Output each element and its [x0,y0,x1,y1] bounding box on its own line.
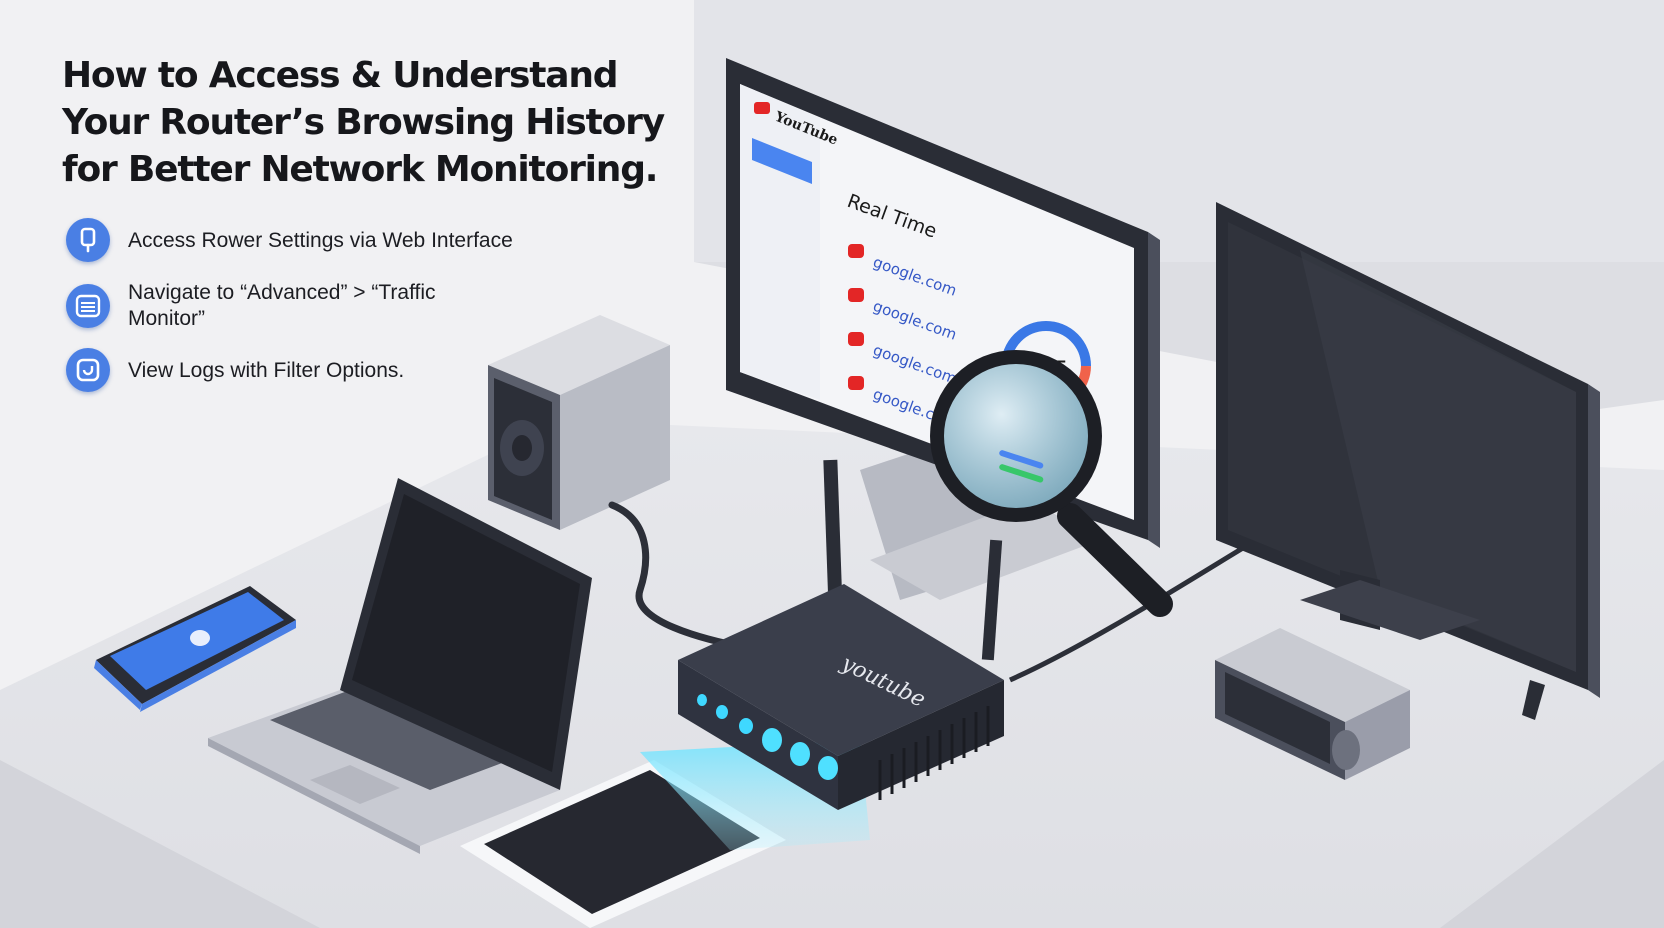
step-text: Navigate to “Advanced” > “Traffic Monito… [128,281,436,330]
media-box [1215,628,1410,780]
router: youtube [678,459,1004,810]
filter-icon [66,348,110,392]
site-row-icon [848,244,864,258]
step-item: Navigate to “Advanced” > “Traffic Monito… [66,280,458,332]
youtube-logo-icon [754,102,770,114]
title-line: for Better Network Monitoring. [62,149,658,190]
title-line: How to Access & Understand [62,55,619,96]
step-item: Access Rower Settings via Web Interface [66,218,513,262]
laptop [208,478,592,854]
step-text: Access Rower Settings via Web Interface [128,229,513,252]
page-title: How to Access & Understand Your Router’s… [62,52,665,193]
site-row-icon [848,288,864,302]
site-row-icon [848,332,864,346]
list-icon [66,284,110,328]
speaker [488,315,670,530]
status-leds [697,694,838,780]
step-item: View Logs with Filter Options. [66,348,405,392]
magnifying-glass-icon [930,350,1173,617]
step-text: View Logs with Filter Options. [128,359,405,382]
tv [1216,202,1600,720]
site-row-icon [848,376,864,390]
smartphone [94,586,296,712]
title-line: Your Router’s Browsing History [62,102,665,143]
pin-icon [66,218,110,262]
